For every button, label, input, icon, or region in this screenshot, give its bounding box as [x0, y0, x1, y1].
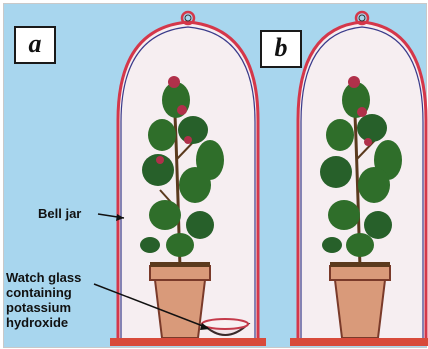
watch-glass-label: Watch glass containing potassium hydroxi…	[6, 270, 81, 330]
watch-glass-label-line2: containing	[6, 285, 81, 300]
jar-base-b	[290, 338, 428, 346]
bell-jar-label: Bell jar	[38, 206, 81, 221]
panel-label-a: a	[14, 26, 56, 64]
watch-glass-label-line1: Watch glass	[6, 270, 81, 285]
panel-label-b: b	[260, 30, 302, 68]
jar-base-a	[110, 338, 266, 346]
watch-glass-label-line3: potassium	[6, 300, 81, 315]
watch-glass-label-line4: hydroxide	[6, 315, 81, 330]
